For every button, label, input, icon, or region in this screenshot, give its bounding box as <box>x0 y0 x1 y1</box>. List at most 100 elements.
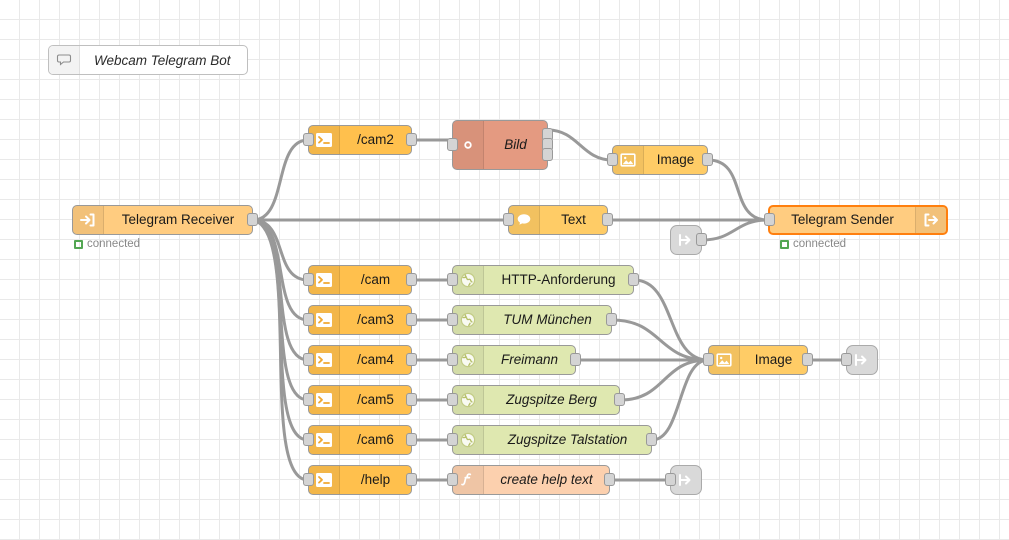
status-indicator-icon <box>74 239 83 249</box>
input-port[interactable] <box>841 353 852 366</box>
input-port[interactable] <box>447 433 458 446</box>
status-telegram-receiver: connected <box>74 238 140 250</box>
node-label: Image <box>656 152 695 167</box>
node-label: HTTP-Anforderung <box>501 272 616 287</box>
link-arrow-icon <box>855 354 867 366</box>
input-port[interactable] <box>503 213 514 226</box>
node-label: create help text <box>500 472 593 487</box>
node-image-top[interactable]: Image <box>607 145 713 175</box>
node-label: /cam2 <box>357 132 394 147</box>
output-port[interactable] <box>406 433 417 446</box>
input-port[interactable] <box>303 473 314 486</box>
input-port[interactable] <box>303 353 314 366</box>
output-port[interactable] <box>247 213 258 226</box>
comment-node-webcam-telegram-bot[interactable]: Webcam Telegram Bot <box>48 45 248 75</box>
node-label: /cam5 <box>357 392 394 407</box>
link-in-node-top[interactable] <box>670 225 707 255</box>
input-port[interactable] <box>447 138 458 151</box>
output-port[interactable] <box>614 393 625 406</box>
node-label: Zugspitze Talstation <box>507 432 628 447</box>
node-command-cam[interactable]: /cam <box>303 265 417 295</box>
gear-icon <box>453 121 484 169</box>
node-label: /help <box>360 472 391 487</box>
output-port[interactable] <box>802 353 813 366</box>
output-port[interactable] <box>604 473 615 486</box>
terminal-icon <box>309 126 340 154</box>
speech-bubble-outline-icon <box>49 46 80 74</box>
link-out-node-image[interactable] <box>841 345 878 375</box>
node-command-cam2[interactable]: /cam2 <box>303 125 417 155</box>
output-port[interactable] <box>628 273 639 286</box>
node-telegram-sender[interactable]: Telegram Sender <box>764 205 948 235</box>
input-port[interactable] <box>447 273 458 286</box>
speech-bubble-filled-icon <box>509 206 540 234</box>
node-command-cam3[interactable]: /cam3 <box>303 305 417 335</box>
terminal-icon <box>309 466 340 494</box>
node-label: /cam <box>360 272 391 287</box>
node-http-anforderung[interactable]: HTTP-Anforderung <box>447 265 639 295</box>
link-out-node-help[interactable] <box>665 465 702 495</box>
arrow-into-bracket-icon <box>73 206 104 234</box>
node-command-cam5[interactable]: /cam5 <box>303 385 417 415</box>
globe-icon <box>453 266 484 294</box>
output-port[interactable] <box>406 273 417 286</box>
output-port[interactable] <box>702 153 713 166</box>
output-port[interactable] <box>696 233 707 246</box>
output-port[interactable] <box>646 433 657 446</box>
terminal-icon <box>309 386 340 414</box>
output-port[interactable] <box>406 353 417 366</box>
node-function-create-help-text[interactable]: create help text <box>447 465 615 495</box>
node-http-tum-muenchen[interactable]: TUM München <box>447 305 617 335</box>
input-port[interactable] <box>303 313 314 326</box>
output-port[interactable] <box>406 313 417 326</box>
globe-icon <box>453 386 484 414</box>
input-port[interactable] <box>607 153 618 166</box>
status-telegram-sender: connected <box>780 238 846 250</box>
node-label: Image <box>754 352 793 367</box>
input-port[interactable] <box>665 473 676 486</box>
node-label: Telegram Receiver <box>121 212 235 227</box>
node-telegram-receiver[interactable]: Telegram Receiver <box>72 205 258 235</box>
link-arrow-icon <box>679 234 691 246</box>
status-text: connected <box>793 238 847 250</box>
globe-icon <box>453 346 484 374</box>
input-port[interactable] <box>303 273 314 286</box>
output-port[interactable] <box>602 213 613 226</box>
node-label: /cam6 <box>357 432 394 447</box>
node-exec-bild[interactable]: Bild <box>447 120 553 170</box>
output-port[interactable] <box>606 313 617 326</box>
input-port[interactable] <box>303 393 314 406</box>
node-http-freimann[interactable]: Freimann <box>447 345 581 375</box>
node-image-bottom[interactable]: Image <box>703 345 813 375</box>
input-port[interactable] <box>303 433 314 446</box>
output-port[interactable] <box>406 473 417 486</box>
picture-icon <box>613 146 644 174</box>
input-port[interactable] <box>447 353 458 366</box>
input-port[interactable] <box>703 353 714 366</box>
input-port[interactable] <box>447 393 458 406</box>
output-port-3[interactable] <box>542 148 553 161</box>
arrow-out-of-bracket-icon <box>915 207 946 233</box>
output-port[interactable] <box>570 353 581 366</box>
node-label: /cam4 <box>357 352 394 367</box>
node-label: /cam3 <box>357 312 394 327</box>
output-port[interactable] <box>406 393 417 406</box>
input-port[interactable] <box>764 213 775 226</box>
globe-icon <box>453 306 484 334</box>
node-command-cam4[interactable]: /cam4 <box>303 345 417 375</box>
status-text: connected <box>87 238 141 250</box>
input-port[interactable] <box>303 133 314 146</box>
status-indicator-icon <box>780 239 789 249</box>
input-port[interactable] <box>447 473 458 486</box>
node-http-zugspitze-talstation[interactable]: Zugspitze Talstation <box>447 425 657 455</box>
node-command-cam6[interactable]: /cam6 <box>303 425 417 455</box>
node-http-zugspitze-berg[interactable]: Zugspitze Berg <box>447 385 625 415</box>
input-port[interactable] <box>447 313 458 326</box>
node-text[interactable]: Text <box>503 205 613 235</box>
node-label: Text <box>561 212 586 227</box>
terminal-icon <box>309 306 340 334</box>
link-arrow-icon <box>679 474 691 486</box>
output-port[interactable] <box>406 133 417 146</box>
node-command-help[interactable]: /help <box>303 465 417 495</box>
